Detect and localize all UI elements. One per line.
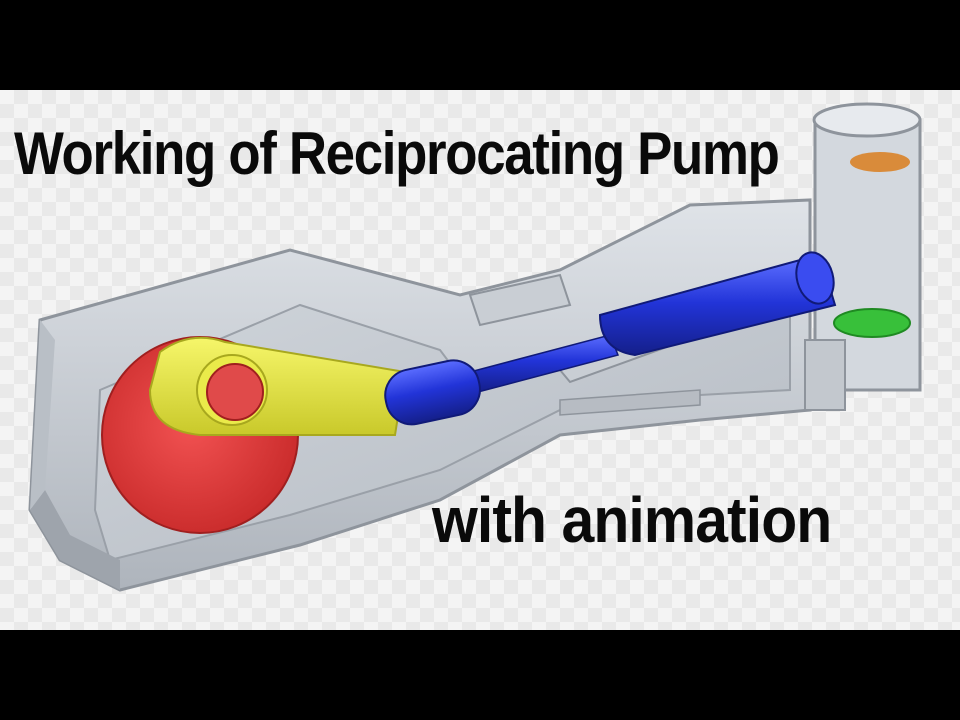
pump-illustration — [28, 102, 922, 592]
piston — [598, 251, 837, 357]
connecting-rod — [384, 334, 620, 426]
outlet-pipe — [804, 102, 922, 411]
valve — [833, 308, 911, 338]
thumbnail-image: Working of Reciprocating Pump with anima… — [0, 90, 960, 630]
video-title: Working of Reciprocating Pump — [14, 120, 780, 187]
video-subtitle: with animation — [432, 484, 832, 556]
crank-arm — [148, 336, 407, 436]
